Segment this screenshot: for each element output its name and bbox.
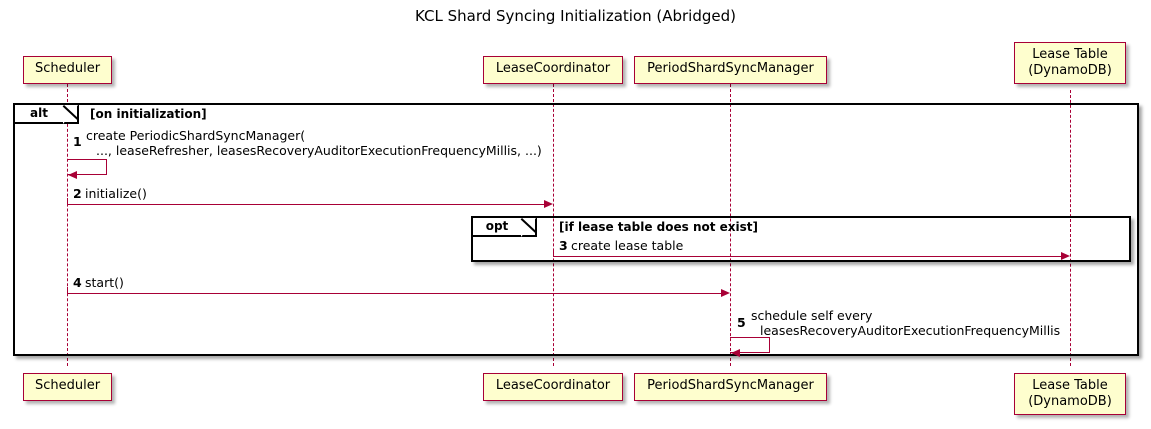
- participant-leasetable-top[interactable]: Lease Table (DynamoDB): [1014, 42, 1126, 84]
- lifeline-leasecoordinator: [553, 84, 554, 366]
- message-1-self-loop: [67, 159, 107, 175]
- participant-scheduler-top[interactable]: Scheduler: [23, 56, 112, 84]
- message-2-line: [67, 204, 544, 205]
- message-3-line: [553, 256, 1061, 257]
- opt-fragment-condition: [if lease table does not exist]: [559, 220, 759, 234]
- participant-scheduler-bottom[interactable]: Scheduler: [23, 373, 112, 401]
- page-title: KCL Shard Syncing Initialization (Abridg…: [415, 7, 736, 25]
- participant-periodshardsyncmanager-top[interactable]: PeriodShardSyncManager: [634, 56, 827, 84]
- message-1-number: 1: [73, 134, 82, 149]
- message-5-label-line2: leasesRecoveryAuditorExecutionFrequencyM…: [760, 323, 1061, 338]
- lifeline-leasetable: [1070, 90, 1071, 366]
- alt-fragment-frame: [13, 103, 1139, 356]
- message-4-line: [67, 293, 721, 294]
- message-5-self-loop: [730, 337, 770, 353]
- message-5-label-line1: schedule self every: [751, 308, 873, 323]
- participant-leasecoordinator-top[interactable]: LeaseCoordinator: [483, 56, 623, 84]
- message-2-origin-tick: [67, 198, 68, 205]
- message-1-label-line1: create PeriodicShardSyncManager(: [86, 128, 306, 143]
- alt-fragment-condition: [on initialization]: [90, 107, 207, 121]
- message-3-origin-tick: [553, 250, 554, 257]
- lifeline-scheduler: [67, 84, 68, 366]
- message-4-origin-tick: [67, 287, 68, 294]
- message-4-arrowhead: [721, 289, 730, 297]
- message-2-label-line1: initialize(): [85, 186, 147, 201]
- message-3-label-line1: create lease table: [571, 238, 684, 253]
- opt-fragment-operator: opt: [473, 218, 537, 237]
- message-4-label-line1: start(): [85, 275, 124, 290]
- message-2-number: 2: [73, 186, 82, 201]
- message-1-arrowhead: [68, 171, 77, 179]
- message-3-arrowhead: [1061, 252, 1070, 260]
- message-3-number: 3: [559, 238, 568, 253]
- opt-fragment-frame: [471, 216, 1131, 262]
- alt-fragment-operator: alt: [15, 105, 79, 124]
- participant-leasecoordinator-bottom[interactable]: LeaseCoordinator: [483, 373, 623, 401]
- message-4-number: 4: [73, 275, 82, 290]
- message-5-number: 5: [737, 315, 746, 330]
- participant-periodshardsyncmanager-bottom[interactable]: PeriodShardSyncManager: [634, 373, 827, 401]
- lifeline-periodshardsyncmanager: [730, 84, 731, 366]
- message-1-label-line2: ..., leaseRefresher, leasesRecoveryAudit…: [96, 143, 542, 158]
- message-2-arrowhead: [544, 200, 553, 208]
- participant-leasetable-bottom[interactable]: Lease Table (DynamoDB): [1014, 373, 1126, 415]
- message-5-arrowhead: [731, 349, 740, 357]
